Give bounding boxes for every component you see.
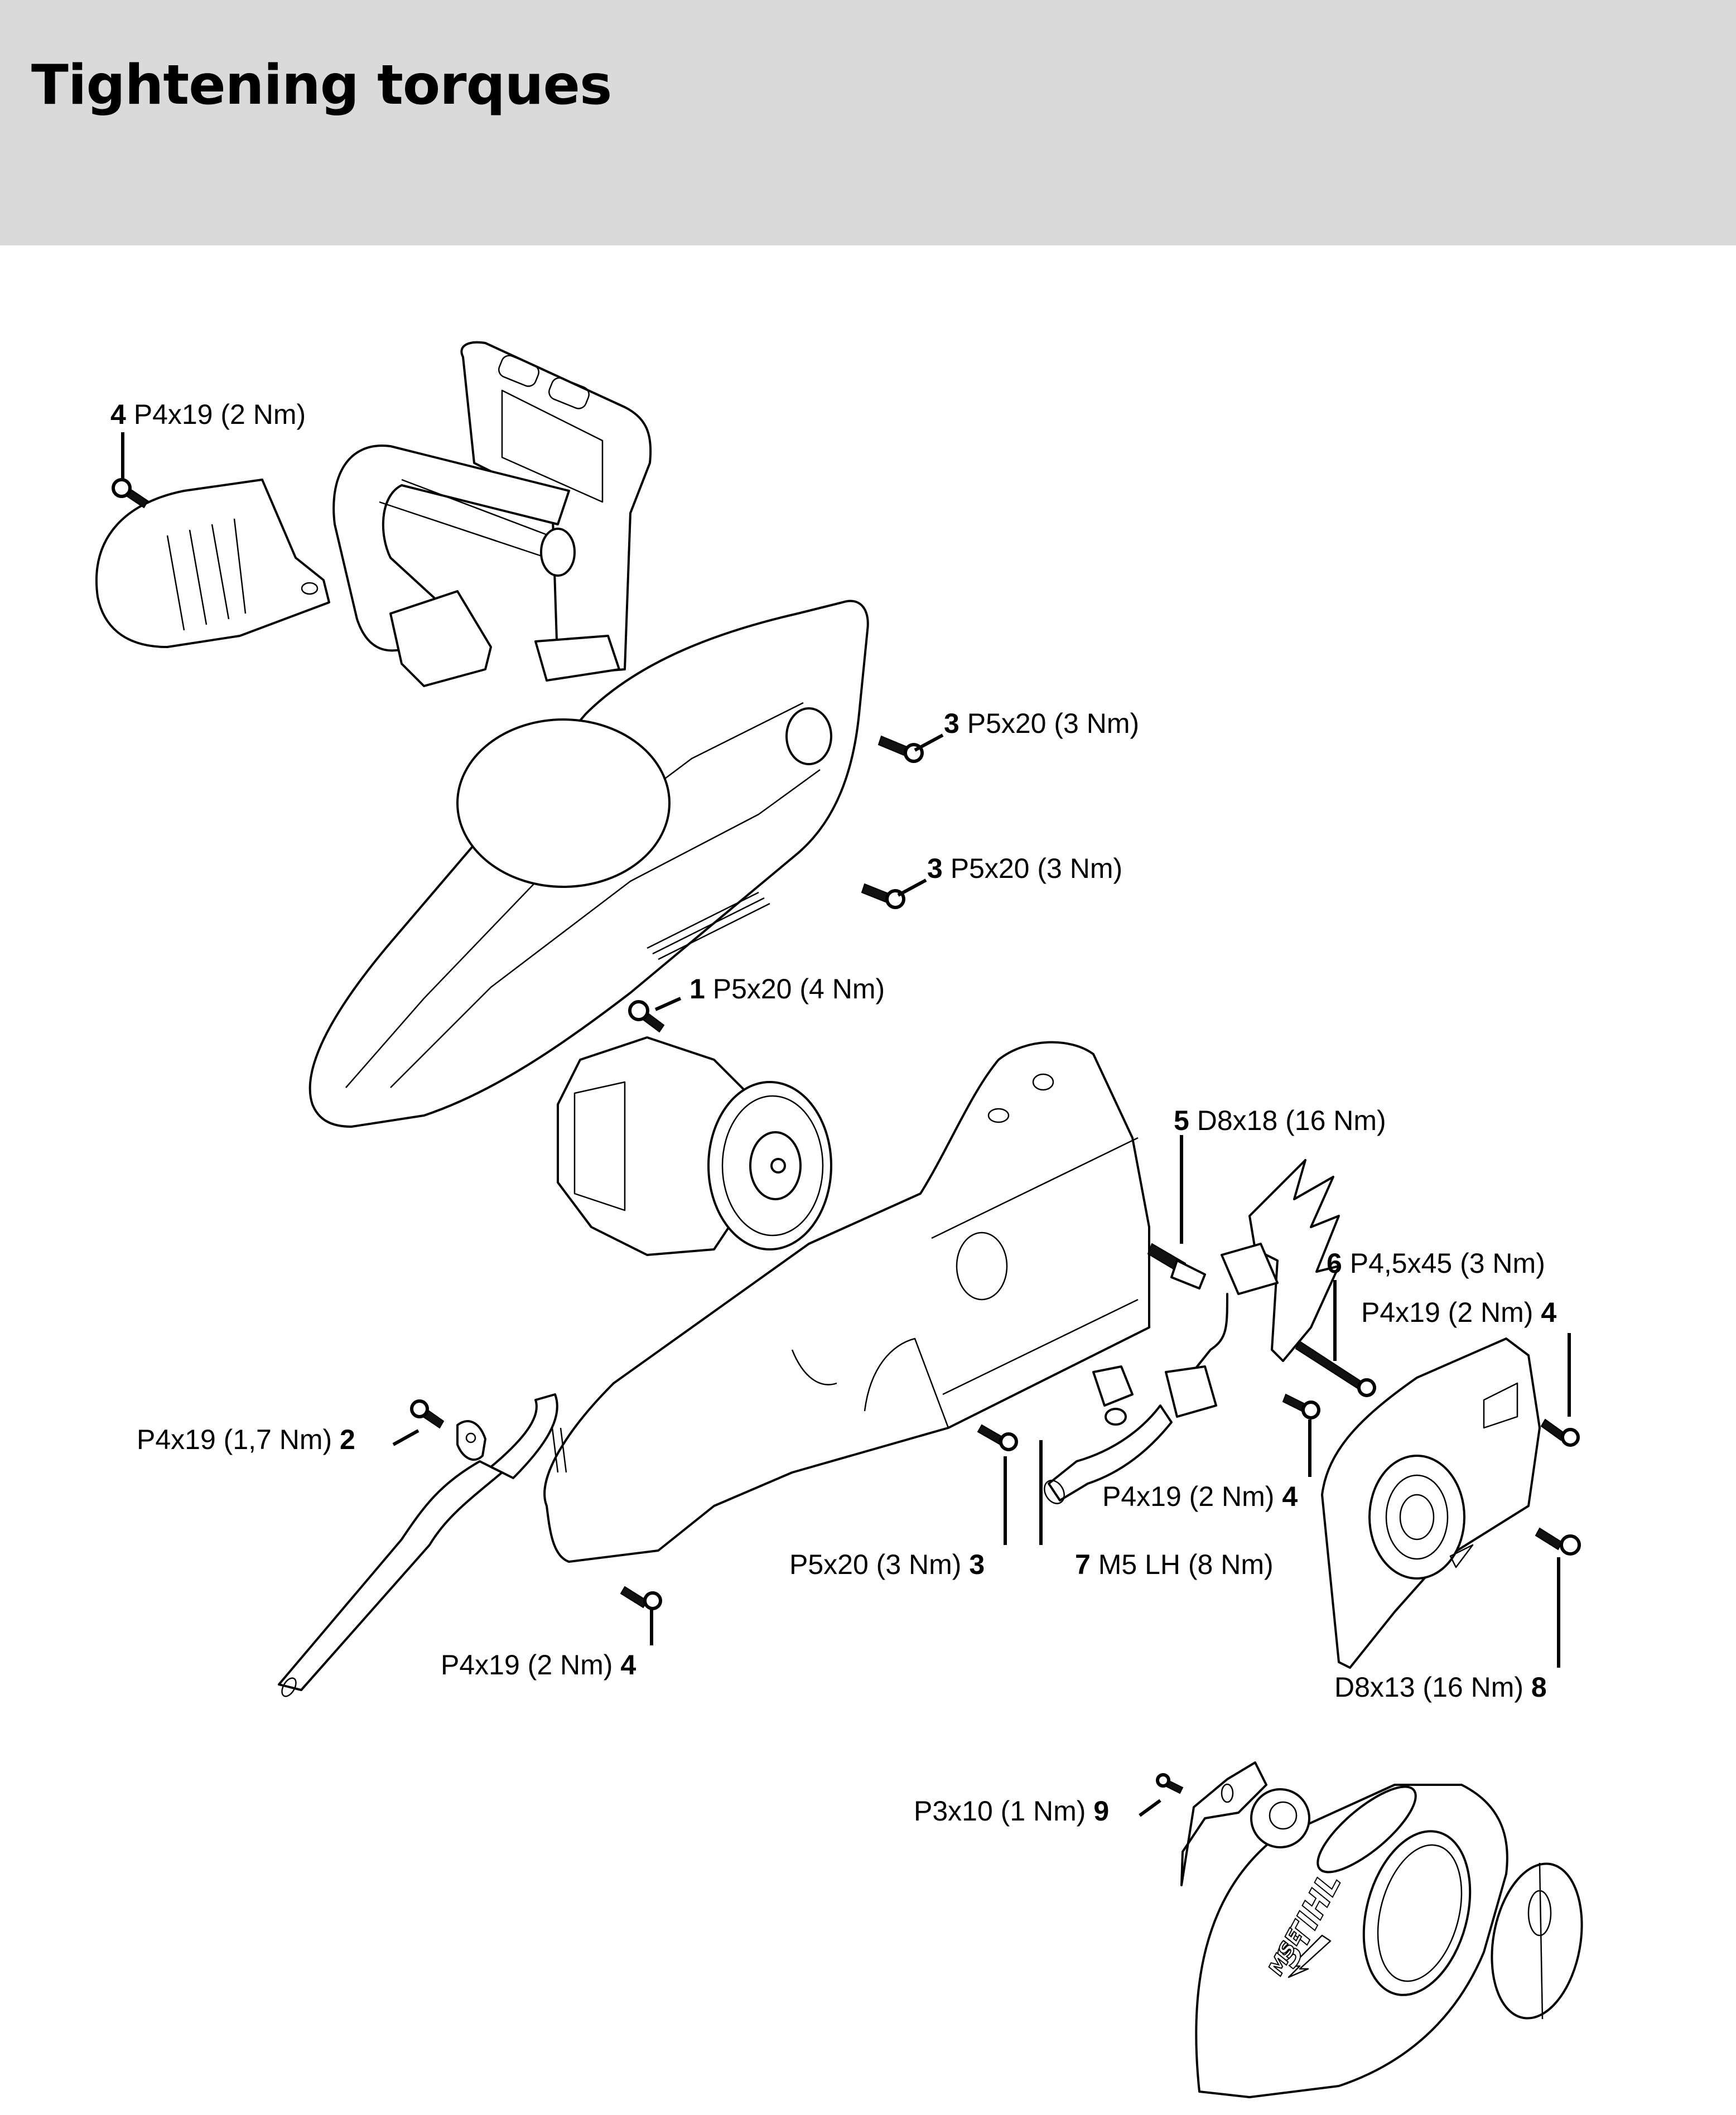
motor-end-cover [95, 479, 330, 648]
guide-plate [1180, 1761, 1267, 1886]
callout-spec: P3x10 (1 Nm) [914, 1795, 1086, 1827]
callout-c13: P4x19 (2 Nm) 4 [441, 1651, 636, 1679]
callout-c7: P4x19 (2 Nm) 4 [1361, 1298, 1556, 1326]
screw-c6 [1295, 1340, 1376, 1397]
screw-c7 [1540, 1418, 1580, 1447]
callout-c10: P5x20 (3 Nm) 3 [789, 1551, 985, 1578]
callout-number: 9 [1093, 1795, 1110, 1827]
callout-spec: D8x13 (16 Nm) [1334, 1672, 1523, 1703]
callout-spec: P4,5x45 (3 Nm) [1349, 1248, 1545, 1279]
housing-left-half [308, 600, 869, 1128]
oil-pump-assembly [1044, 1243, 1279, 1504]
screw-c5 [1147, 1243, 1206, 1290]
callout-c12: D8x13 (16 Nm) 8 [1334, 1673, 1547, 1701]
cord-clamp [456, 1420, 486, 1461]
callout-spec: P5x20 (3 Nm) [967, 708, 1140, 739]
callout-number: 2 [340, 1424, 355, 1455]
tensioner-wheel [1250, 1788, 1310, 1848]
screw-c1 [112, 478, 149, 509]
callout-number: 1 [689, 973, 705, 1005]
screw-c3 [861, 883, 905, 909]
callout-number: 6 [1327, 1248, 1342, 1279]
rear-handle [332, 341, 652, 687]
callout-c6: 6 P4,5x45 (3 Nm) [1327, 1249, 1545, 1277]
sprocket-cover [1195, 1784, 1508, 2098]
cover-cap [1491, 1862, 1583, 2020]
callout-spec: P4x19 (2 Nm) [133, 399, 306, 430]
callout-number: 4 [620, 1649, 636, 1681]
callout-number: 4 [110, 399, 126, 430]
power-cord [278, 1393, 567, 1697]
callout-c9: P4x19 (2 Nm) 4 [1102, 1483, 1298, 1510]
main-body-housing [543, 1041, 1150, 1563]
electric-motor [557, 1036, 832, 1256]
bumper-spike [1248, 1159, 1340, 1362]
screw-c14 [1156, 1773, 1184, 1794]
callout-spec: M5 LH (8 Nm) [1098, 1549, 1274, 1580]
callout-spec: P4x19 (2 Nm) [1102, 1481, 1275, 1512]
callout-spec: P4x19 (2 Nm) [1361, 1297, 1534, 1328]
callout-number: 4 [1541, 1297, 1557, 1328]
screw-c4 [628, 1000, 665, 1033]
callout-spec: P4x19 (1,7 Nm) [137, 1424, 332, 1455]
callout-spec: P4x19 (2 Nm) [441, 1649, 613, 1681]
callout-number: 3 [969, 1549, 985, 1580]
callout-c11: 7 M5 LH (8 Nm) [1075, 1551, 1274, 1578]
callout-number: 3 [927, 853, 943, 884]
sprocket-cover-plate [1321, 1337, 1541, 1669]
callout-number: 4 [1282, 1481, 1298, 1512]
callout-c5: 5 D8x18 (16 Nm) [1174, 1107, 1386, 1134]
page-title: Tightening torques [31, 54, 612, 117]
screw-c12 [1535, 1527, 1581, 1556]
callout-spec: P5x20 (3 Nm) [950, 853, 1123, 884]
screw-c9 [1282, 1393, 1320, 1419]
callout-number: 8 [1531, 1672, 1547, 1703]
callout-c2: 3 P5x20 (3 Nm) [944, 709, 1139, 737]
callout-c4: 1 P5x20 (4 Nm) [689, 975, 885, 1003]
callout-number: 5 [1174, 1105, 1189, 1136]
callout-number: 3 [944, 708, 959, 739]
screw-c8 [410, 1399, 445, 1429]
callout-spec: P5x20 (4 Nm) [712, 973, 885, 1005]
leader-lines [121, 432, 1571, 1817]
callout-c1: 4 P4x19 (2 Nm) [110, 400, 306, 428]
callout-number: 7 [1075, 1549, 1091, 1580]
callout-c14: P3x10 (1 Nm) 9 [914, 1797, 1109, 1825]
callout-c3: 3 P5x20 (3 Nm) [927, 854, 1122, 882]
screw-c10 [977, 1424, 1018, 1451]
header-banner: Tightening torques [0, 0, 1736, 245]
screw-c13 [620, 1586, 662, 1610]
callout-spec: D8x18 (16 Nm) [1197, 1105, 1386, 1136]
callout-spec: P5x20 (3 Nm) [789, 1549, 962, 1580]
callout-c8: P4x19 (1,7 Nm) 2 [137, 1426, 355, 1454]
